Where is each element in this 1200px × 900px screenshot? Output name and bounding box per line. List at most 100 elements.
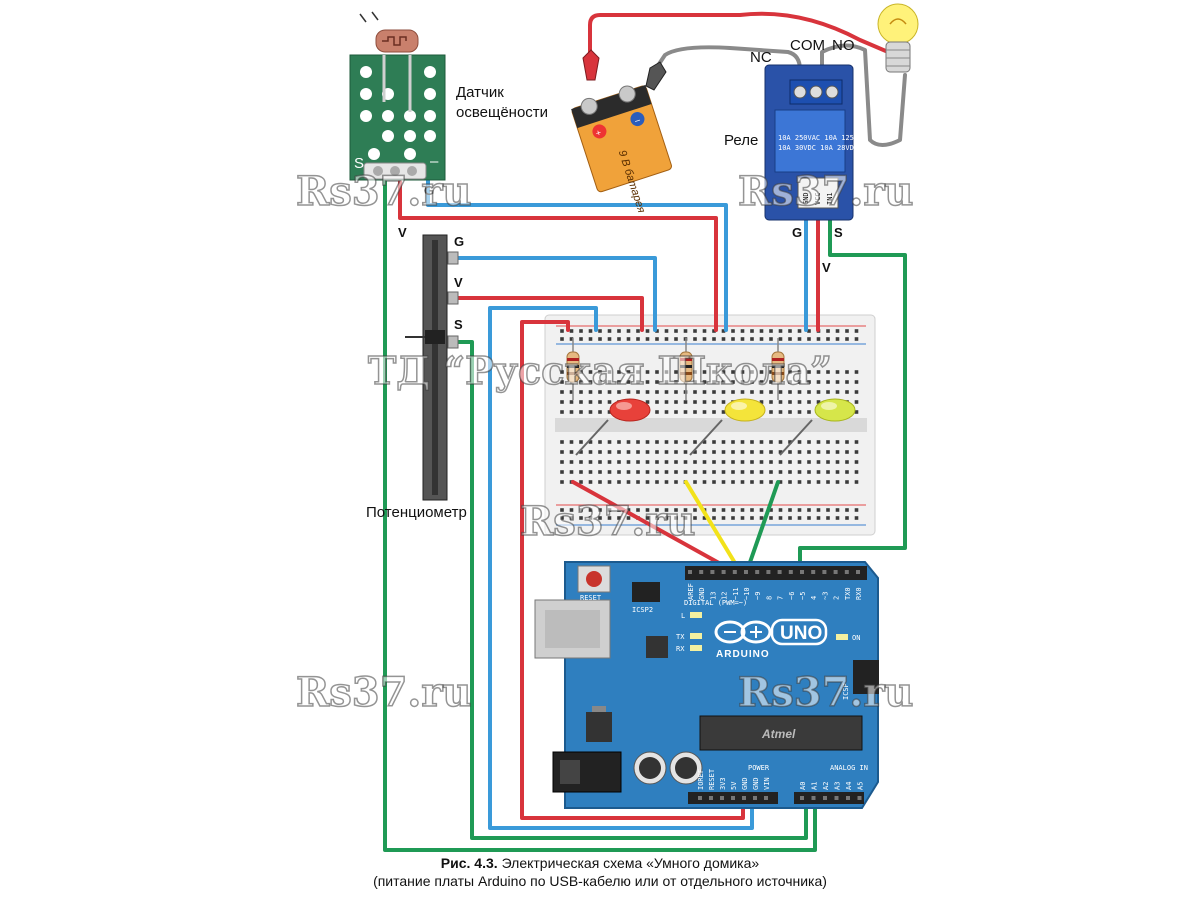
light-sensor-title-2: освещёности — [456, 104, 548, 121]
power-pin-label: 3V3 — [719, 777, 727, 790]
led-on-label: ON — [852, 634, 860, 642]
watermark-site-3: Rs37.ru — [520, 498, 696, 545]
wire-pot-signal-green — [455, 340, 808, 840]
analog-pin-label: A5 — [857, 782, 865, 790]
digital-pin-label: AREF — [687, 583, 695, 600]
arduino-logo-icon — [714, 620, 772, 644]
arduino-brand: ARDUINO — [716, 649, 770, 660]
light-sensor-title-1: Датчик — [456, 84, 504, 101]
analog-label: ANALOG IN — [830, 764, 868, 772]
wire-relay-lamp-gray — [820, 43, 907, 147]
digital-pin-label: ~9 — [754, 592, 762, 600]
digital-pin-label: TX0 — [844, 587, 852, 600]
atmel-label: Atmel — [761, 727, 796, 741]
led-rx-label: RX — [676, 645, 685, 653]
battery-9v: + – 9 B батарея — [571, 49, 672, 214]
digital-pin-label: 4 — [810, 596, 818, 600]
wire-sensor-ground-blue — [426, 178, 728, 332]
wire-pot-ground-blue — [455, 256, 657, 332]
analog-pin-label: A4 — [845, 782, 853, 790]
power-pin-label: GND — [741, 777, 749, 790]
watermark-site-2: Rs37.ru — [738, 168, 914, 215]
relay-module: 10A 250VAC 10A 125VAC 10A 30VDC 10A 28VD… — [764, 64, 867, 221]
light-rays-icon — [359, 11, 379, 23]
icsp2-label: ICSP2 — [632, 606, 653, 614]
figure-number: Рис. 4.3. — [440, 855, 498, 871]
digital-pin-label: ~10 — [743, 587, 751, 600]
relay-g-label: G — [792, 225, 802, 240]
analog-pin-label: A0 — [799, 782, 807, 790]
battery-minus: – — [633, 115, 641, 126]
led-green — [779, 398, 856, 456]
digital-pin-label: ~6 — [788, 592, 796, 600]
wire-battery-red — [588, 11, 897, 62]
pot-g-label: G — [454, 234, 464, 249]
wire-battery-gray — [653, 45, 802, 72]
wire-breadboard-vcc-red — [520, 320, 745, 820]
relay-com-label: COM — [790, 37, 825, 54]
analog-pin-label: A1 — [811, 782, 819, 790]
power-pin-label: RESET — [708, 768, 716, 790]
relay-s-label: S — [834, 225, 843, 240]
battery-plus: + — [594, 127, 602, 138]
analog-pin-label: A2 — [822, 782, 830, 790]
resistor-3 — [771, 338, 785, 400]
power-pin-label: IOREF — [697, 769, 705, 790]
wire-led-yellow-signal — [684, 480, 740, 570]
power-pin-label: VIN — [763, 777, 771, 790]
relay-v-label: V — [822, 260, 831, 275]
power-label: POWER — [748, 764, 770, 772]
wires — [383, 11, 907, 852]
reset-label: RESET — [580, 594, 602, 602]
watermark-site-5: Rs37.ru — [738, 669, 914, 716]
potentiometer-title: Потенциометр — [366, 504, 467, 521]
light-sensor: S – — [349, 11, 446, 181]
wire-led-red-signal — [571, 480, 730, 570]
power-pin-label: GND — [752, 777, 760, 790]
figure-note: (питание платы Arduino по USB-кабелю или… — [373, 873, 827, 889]
wire-sensor-vcc-red — [398, 178, 718, 332]
sensor-v-label: V — [398, 225, 407, 240]
icsp-label: ICSP — [842, 683, 850, 700]
watermark-publisher: ТД “Русская Школа” — [368, 348, 832, 393]
relay-pin-vcc: VCC — [814, 192, 822, 205]
relay-nc-label: NC — [750, 49, 772, 66]
digital-pin-label: ~11 — [732, 587, 740, 600]
slide-potentiometer — [405, 234, 459, 501]
digital-pin-label: 8 — [765, 596, 773, 600]
watermark-site-4: Rs37.ru — [296, 669, 472, 716]
led-l-label: L — [681, 612, 685, 620]
wire-pot-vcc-red — [455, 296, 644, 332]
digital-pin-label: GND — [698, 587, 706, 600]
digital-pin-label: 13 — [709, 592, 717, 600]
digital-pin-label: 7 — [777, 596, 785, 600]
led-tx-label: TX — [676, 633, 685, 641]
wire-sensor-signal-green — [383, 178, 817, 852]
sensor-signal-label: S — [354, 155, 364, 172]
figure-title: Электрическая схема «Умного домика» — [501, 855, 760, 871]
power-pin-label: 5V — [730, 781, 738, 790]
light-bulb-icon — [877, 3, 919, 73]
digital-pin-label: ~5 — [799, 592, 807, 600]
relay-spec-1: 10A 250VAC 10A 125VAC — [778, 134, 867, 142]
wire-led-green-signal — [746, 480, 780, 570]
watermarks: Rs37.ru Rs37.ru ТД “Русская Школа” Rs37.… — [295, 167, 914, 717]
digital-pin-label: ~3 — [821, 592, 829, 600]
relay-no-label: NO — [832, 37, 855, 54]
relay-pin-gnd: GND — [802, 192, 810, 205]
sensor-g-label: G — [424, 183, 434, 198]
wire-breadboard-ground-blue — [488, 306, 754, 830]
relay-title: Реле — [724, 132, 758, 149]
sensor-minus-label: – — [430, 153, 439, 170]
resistor-1 — [566, 338, 580, 400]
resistor-2 — [679, 338, 693, 400]
analog-pin-label: A3 — [834, 782, 842, 790]
pot-v-label: V — [454, 275, 463, 290]
pot-s-label: S — [454, 317, 463, 332]
watermark-site-1: Rs37.ru — [296, 168, 472, 215]
led-yellow — [689, 398, 766, 456]
led-red — [575, 398, 651, 456]
relay-pin-in1: IN1 — [826, 192, 834, 205]
